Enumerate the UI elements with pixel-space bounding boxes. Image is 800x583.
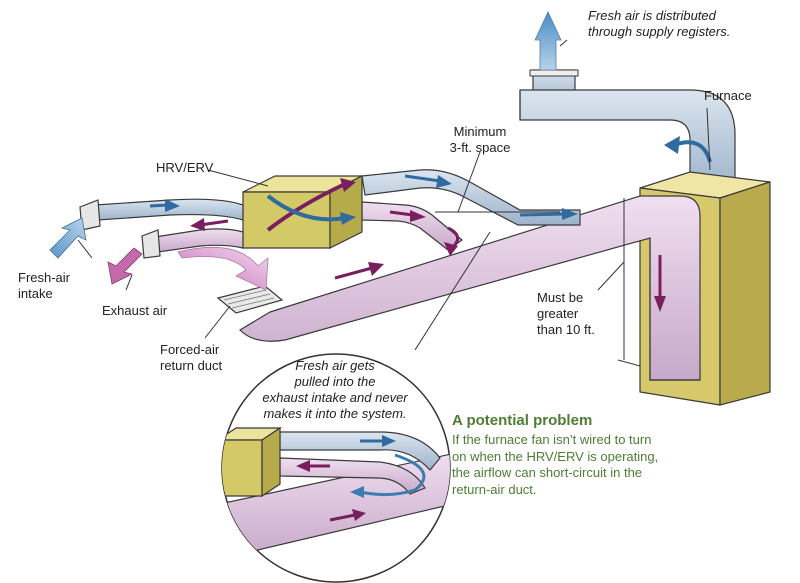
inset-caption-line3: exhaust intake and never <box>262 390 408 405</box>
supply-label-line1: Fresh air is distributed <box>588 8 716 23</box>
inset-caption-line2: pulled into the <box>294 374 376 389</box>
problem-line-1: If the furnace fan isn’t wired to turn <box>452 432 652 447</box>
return-duct-label-line2: return duct <box>160 358 223 373</box>
distance-label-line3: than 10 ft. <box>537 322 595 337</box>
inset-detail <box>221 353 451 583</box>
return-trunk <box>216 195 701 381</box>
supply-label-line2: through supply registers. <box>588 24 731 39</box>
problem-line-3: the airflow can short-circuit in the <box>452 465 643 480</box>
exhaust-label: Exhaust air <box>102 303 168 318</box>
hrv-erv-label: HRV/ERV <box>156 160 214 175</box>
leader-lines <box>77 39 711 367</box>
inset-caption-line1: Fresh air gets <box>295 358 375 373</box>
distance-label-line1: Must be <box>537 290 584 305</box>
problem-title: A potential problem <box>452 412 593 429</box>
inset-caption-line4: makes it into the system. <box>263 406 407 421</box>
outdoor-ducts <box>79 198 244 259</box>
problem-body: If the furnace fan isn’t wired to turn o… <box>452 432 752 498</box>
hrv-ducts <box>361 169 581 256</box>
minimum-label-line2: 3-ft. space <box>449 140 511 155</box>
furnace-label: Furnace <box>704 88 752 103</box>
fresh-air-up-arrow <box>534 11 562 71</box>
return-duct-label-line1: Forced-air <box>160 342 220 357</box>
exhaust-arrow <box>107 247 143 285</box>
intake-label-line1: Fresh-air <box>18 270 71 285</box>
intake-label-line2: intake <box>18 286 53 301</box>
return-inflow-arrow <box>177 246 269 291</box>
supply-duct <box>519 69 736 191</box>
problem-line-2: on when the HRV/ERV is operating, <box>452 448 659 464</box>
intake-arrow <box>49 217 87 259</box>
hrv-erv-unit <box>242 175 363 249</box>
distance-label-line2: greater <box>537 306 579 321</box>
problem-line-4: return-air duct. <box>452 481 537 497</box>
minimum-label-line1: Minimum <box>453 124 507 139</box>
